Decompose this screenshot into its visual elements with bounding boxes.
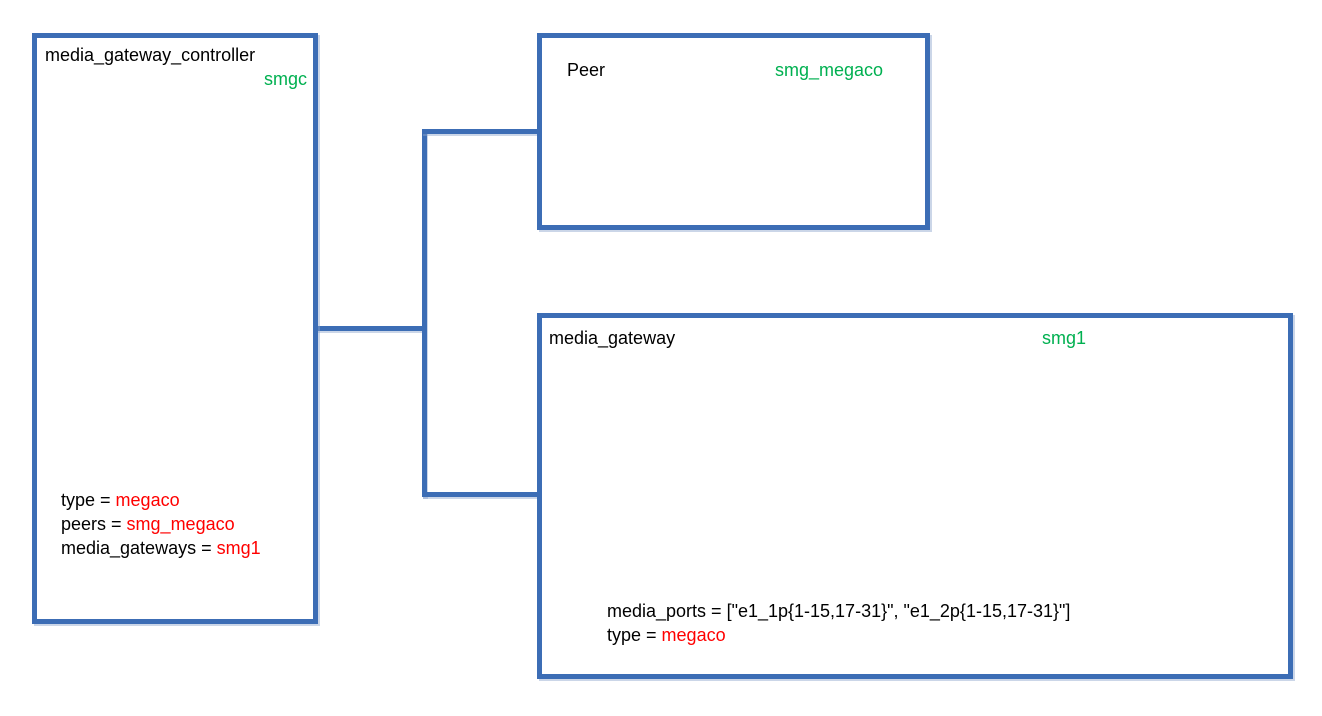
property-line: media_ports = ["e1_1p{1-15,17-31}", "e1_…: [607, 599, 1070, 623]
media-gateway-box-title: media_gateway: [549, 328, 676, 348]
controller-box-title: media_gateway_controller: [45, 45, 256, 65]
property-line: peers = smg_megaco: [61, 512, 261, 536]
media-gateway-properties-list: media_ports = ["e1_1p{1-15,17-31}", "e1_…: [607, 599, 1070, 647]
peer-box: Peer smg_megaco: [537, 33, 930, 230]
connector-peer-branch: [422, 129, 537, 134]
media-gateway-controller-box: media_gateway_controller smgc type = meg…: [32, 33, 318, 624]
property-line: media_gateways = smg1: [61, 536, 261, 560]
controller-properties-list: type = megaco peers = smg_megaco media_g…: [61, 488, 261, 560]
property-label: type =: [61, 490, 116, 510]
property-label: media_gateways =: [61, 538, 217, 558]
property-value: smg_megaco: [126, 514, 235, 534]
property-label: peers =: [61, 514, 127, 534]
peer-instance-name: smg_megaco: [775, 60, 884, 80]
connector-media-gateway-branch: [422, 492, 537, 497]
connector-controller-branch: [313, 326, 425, 331]
property-value: smg1: [216, 538, 261, 558]
media-gateway-instance-name: smg1: [1042, 328, 1087, 348]
property-label: media_ports = ["e1_1p{1-15,17-31}", "e1_…: [607, 601, 1071, 621]
media-gateway-box: media_gateway smg1 media_ports = ["e1_1p…: [537, 313, 1293, 679]
property-line: type = megaco: [61, 488, 261, 512]
controller-instance-name: smgc: [263, 69, 307, 89]
connector-vertical-trunk: [422, 129, 427, 497]
property-value: megaco: [661, 625, 726, 645]
property-value: megaco: [115, 490, 180, 510]
property-label: type =: [607, 625, 662, 645]
peer-box-title: Peer: [567, 60, 606, 80]
property-line: type = megaco: [607, 623, 1070, 647]
